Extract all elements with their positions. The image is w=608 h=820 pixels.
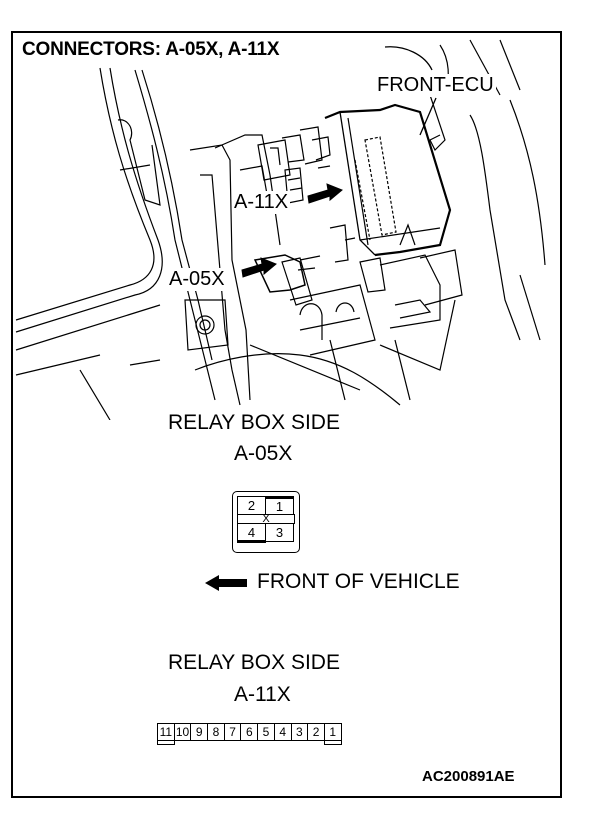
a05x-connector-diagram: 2 1 X 4 3 [232,491,300,553]
a11x-pin: 4 [273,723,292,741]
a05x-pin: 3 [265,523,294,542]
figure-code: AC200891AE [422,768,515,785]
a05x-connector-name: A-05X [234,442,293,465]
a05x-side-label: RELAY BOX SIDE [168,411,340,434]
a11x-pin: 5 [257,723,275,741]
a11x-pin: 3 [290,723,309,741]
a11x-connector-name: A-11X [234,683,291,706]
arrow-left-icon [205,575,247,591]
a05x-pin: 4 [237,523,266,543]
a11x-pin: 8 [207,723,225,741]
a11x-pin: 6 [240,723,259,741]
a11x-connector-diagram: 11 10 9 8 7 6 5 4 3 2 1 [157,723,342,745]
a11x-callout-label: A-11X [232,191,291,214]
figure-frame [11,31,562,798]
figure-title: CONNECTORS: A-05X, A-11X [22,39,280,60]
a11x-pin: 9 [190,723,209,741]
a05x-callout-label: A-05X [167,268,227,291]
front-ecu-label: FRONT-ECU [375,74,496,97]
a11x-pin: 10 [173,723,192,741]
a11x-pin: 7 [223,723,242,741]
a11x-pin: 2 [307,723,325,741]
a11x-pin: 11 [157,723,175,745]
a11x-pin: 1 [323,723,342,745]
front-of-vehicle-label: FRONT OF VEHICLE [257,570,460,593]
relay-box-illustration [15,39,546,420]
a11x-side-label: RELAY BOX SIDE [168,651,340,674]
